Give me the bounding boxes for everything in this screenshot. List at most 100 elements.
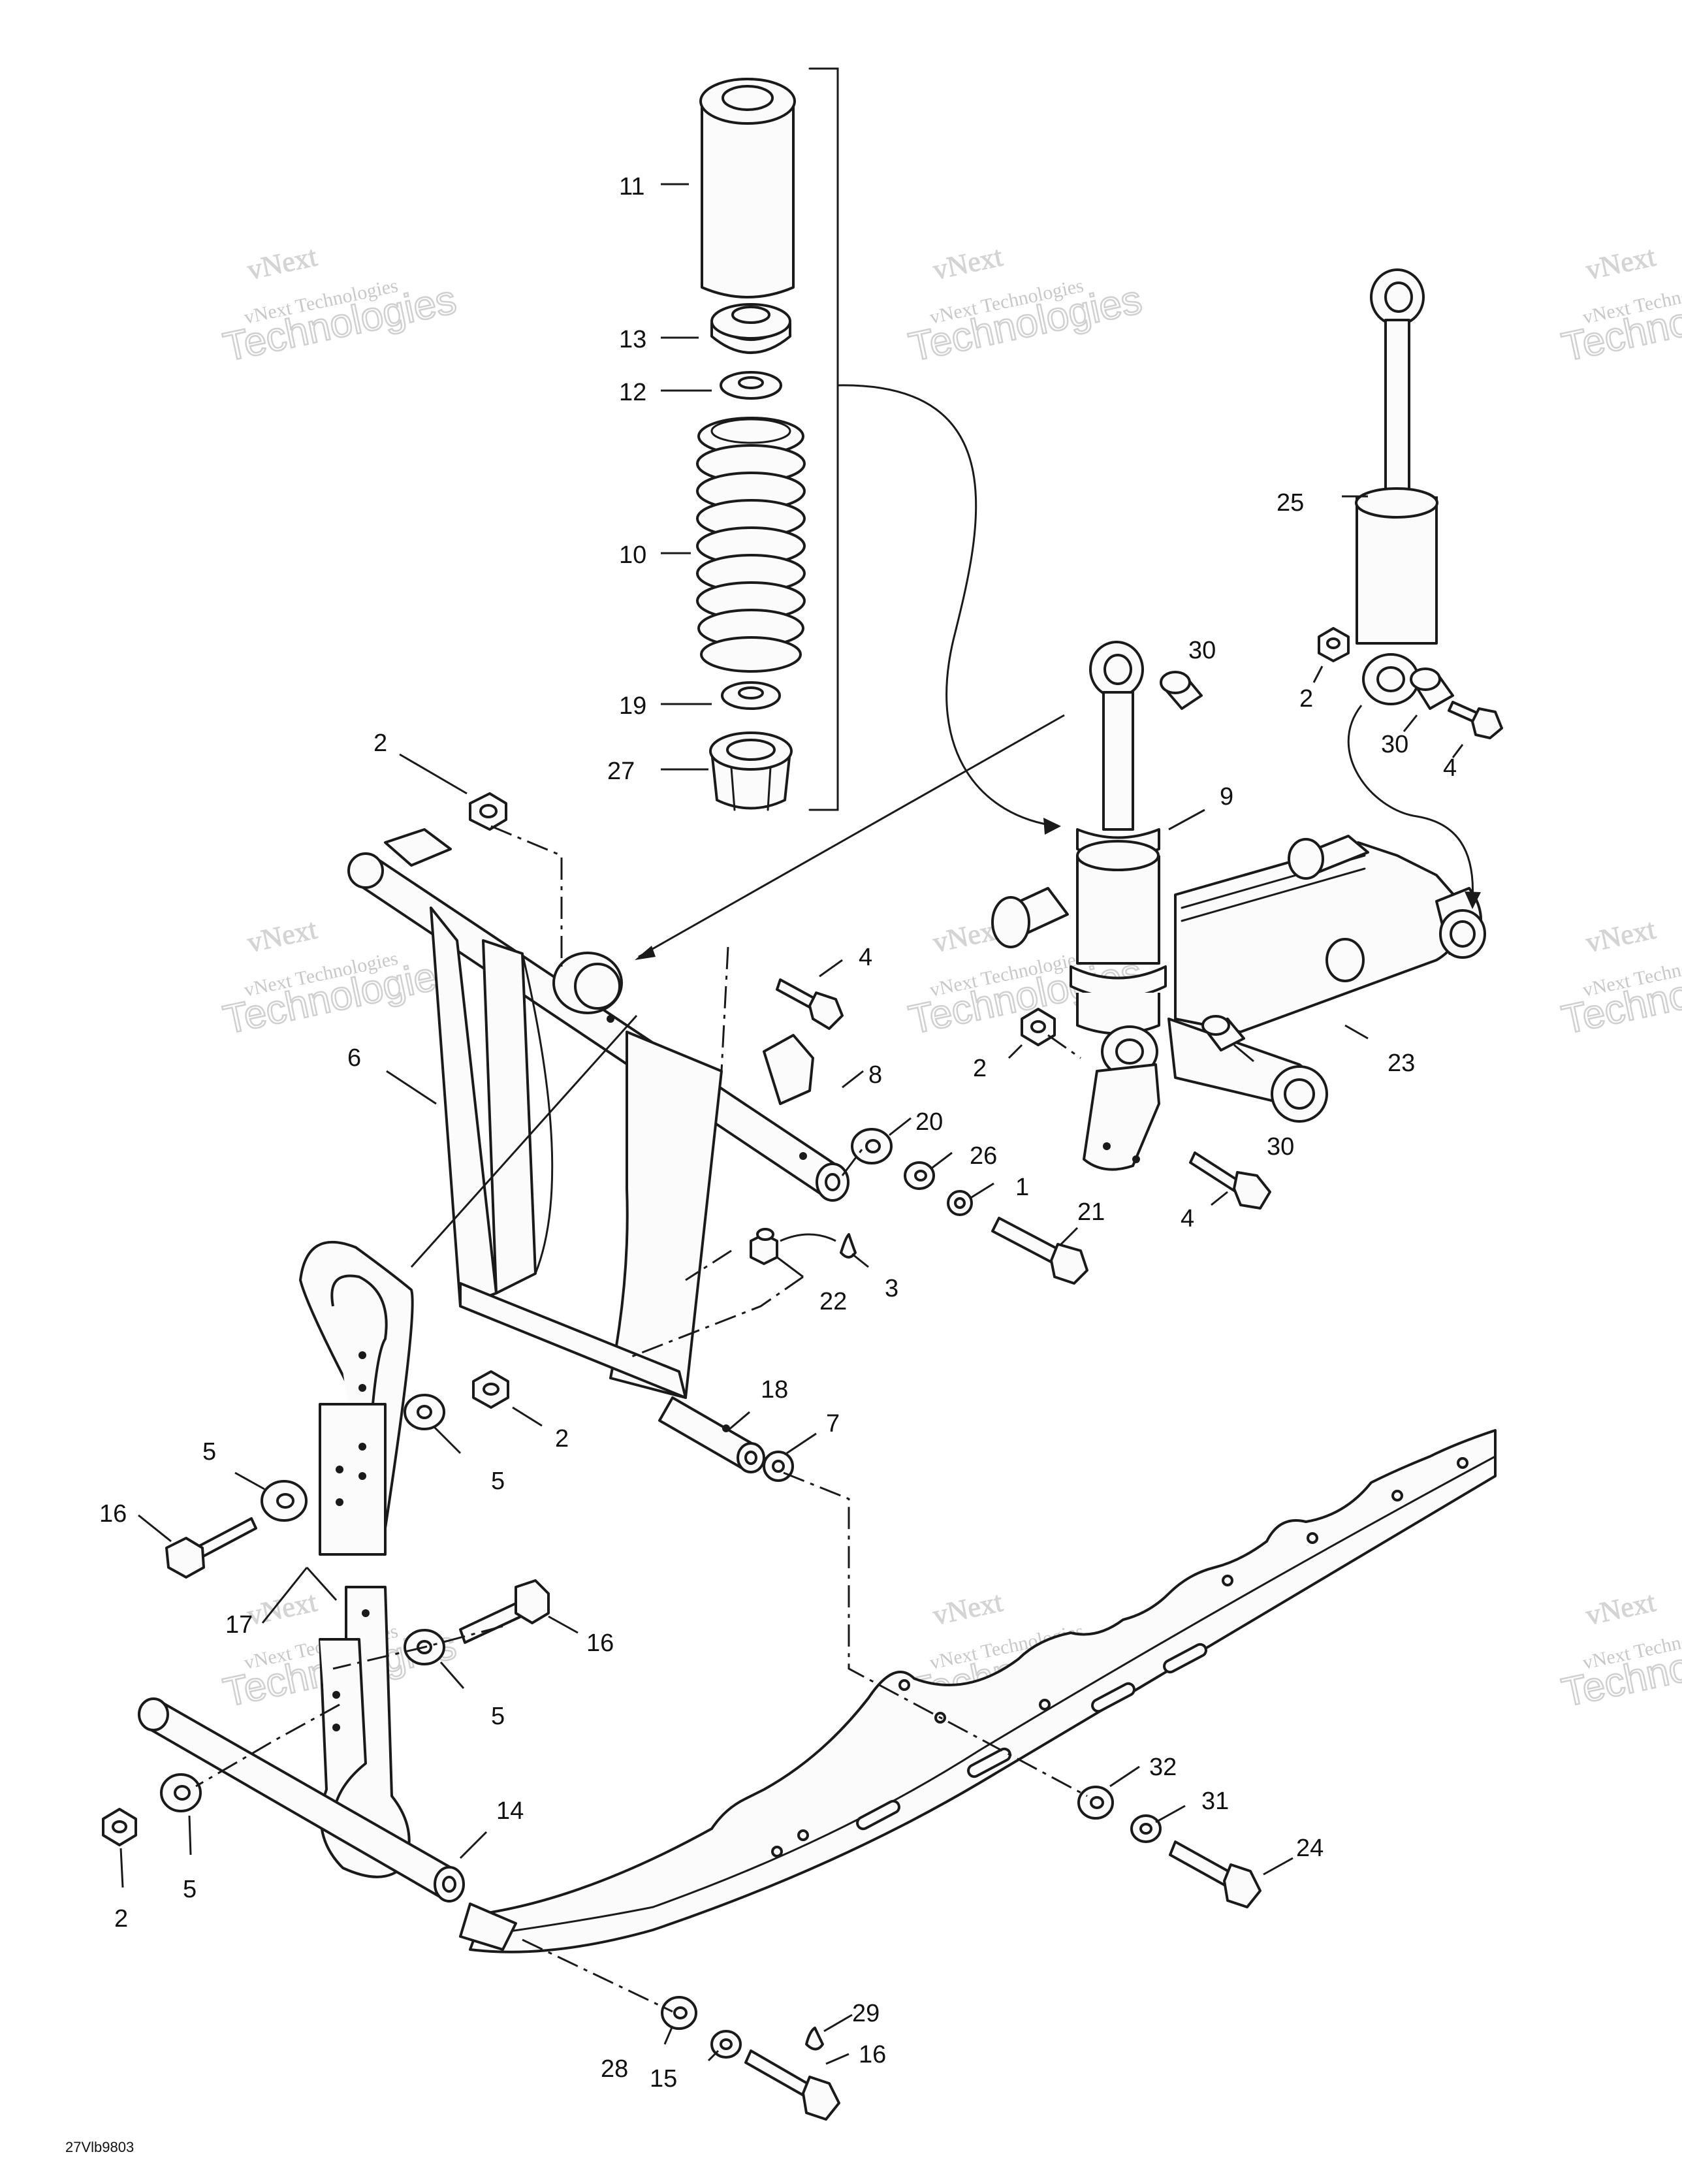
svg-text:vNext: vNext bbox=[244, 1586, 319, 1631]
callout-25: 25 bbox=[1277, 489, 1304, 517]
callout-16-mid: 16 bbox=[586, 1630, 614, 1657]
part-27-adjuster-ring bbox=[709, 731, 793, 811]
part-16-bolt-mid bbox=[459, 1579, 550, 1644]
callout-17: 17 bbox=[225, 1611, 253, 1639]
callout-13: 13 bbox=[619, 326, 646, 353]
callout-31: 31 bbox=[1201, 1788, 1229, 1815]
spring-assembly bbox=[696, 67, 1061, 835]
part-24-bolt bbox=[1169, 1840, 1262, 1908]
part-1-lock-washer bbox=[947, 1190, 973, 1216]
callout-18: 18 bbox=[761, 1376, 788, 1404]
callout-10: 10 bbox=[619, 541, 646, 569]
svg-text:vNext: vNext bbox=[1583, 1586, 1658, 1631]
part-2-nut-bottom-left bbox=[102, 1808, 137, 1846]
callout-2-top: 2 bbox=[373, 730, 387, 757]
part-2-nut-mid bbox=[472, 1370, 509, 1409]
part-25-shock bbox=[1355, 268, 1438, 705]
part-2-nut-top bbox=[469, 792, 507, 831]
part-10-coil-spring bbox=[696, 417, 806, 673]
callout-20: 20 bbox=[915, 1108, 943, 1136]
part-19-washer bbox=[721, 681, 781, 710]
grease-leader bbox=[780, 1233, 836, 1242]
watermark-9: vNext vNext Technologies Technologies bbox=[1557, 1585, 1682, 1716]
part-31-lock-washer bbox=[1130, 1814, 1162, 1843]
part-26-washer bbox=[904, 1161, 935, 1190]
part-30-bushing-arm bbox=[1201, 1015, 1245, 1052]
watermark-2: vNext vNext Technologies Technologies bbox=[904, 240, 1147, 371]
leader-lines bbox=[119, 183, 1464, 2065]
callout-4-right: 4 bbox=[1443, 754, 1457, 782]
callout-19: 19 bbox=[619, 692, 646, 720]
callout-14: 14 bbox=[496, 1797, 524, 1825]
watermark-6: vNext vNext Technologies Technologies bbox=[1557, 912, 1682, 1044]
callout-5-bottom-left: 5 bbox=[183, 1876, 197, 1903]
part-9-shock bbox=[1070, 641, 1167, 1171]
part-3-grease-drop bbox=[840, 1233, 857, 1259]
callout-15: 15 bbox=[650, 2065, 677, 2093]
callout-21: 21 bbox=[1077, 1198, 1105, 1226]
part-4-bolt-shock bbox=[1189, 1151, 1271, 1210]
callout-3: 3 bbox=[885, 1275, 898, 1302]
callout-2-bottom-left: 2 bbox=[114, 1905, 128, 1933]
part-16-bolt-left bbox=[165, 1517, 257, 1579]
part-7-washer bbox=[763, 1451, 794, 1482]
part-13-spring-seat bbox=[710, 303, 791, 354]
callout-30-top: 30 bbox=[1188, 637, 1216, 664]
callout-22: 22 bbox=[819, 1288, 847, 1315]
callout-1: 1 bbox=[1015, 1174, 1029, 1201]
callout-16-left: 16 bbox=[99, 1500, 127, 1528]
part-14-tube bbox=[138, 1697, 465, 1903]
part-12-washer bbox=[720, 371, 782, 400]
callout-28: 28 bbox=[601, 2055, 628, 2083]
watermark-1: vNext vNext Technologies Technologies bbox=[219, 240, 461, 371]
svg-text:vNext: vNext bbox=[1583, 240, 1658, 286]
connector-arrowhead bbox=[1043, 818, 1061, 835]
svg-text:vNext: vNext bbox=[930, 240, 1005, 286]
callout-12: 12 bbox=[619, 379, 646, 406]
callout-8: 8 bbox=[868, 1061, 882, 1089]
drawing-code: 27Vlb9803 bbox=[65, 2139, 134, 2155]
shock25-arrowhead bbox=[1465, 891, 1481, 909]
callout-2-shock: 2 bbox=[973, 1055, 987, 1082]
svg-text:vNext: vNext bbox=[244, 240, 319, 286]
callout-27: 27 bbox=[607, 758, 635, 785]
part-28-washer bbox=[661, 1996, 697, 2030]
svg-text:vNext: vNext bbox=[1583, 913, 1658, 959]
part-29-grease-drop bbox=[805, 2027, 824, 2051]
part-22-grease-fitting bbox=[750, 1228, 778, 1265]
part-2-nut-25 bbox=[1318, 627, 1350, 662]
part-4-bolt-25 bbox=[1448, 701, 1503, 739]
callout-4-shock: 4 bbox=[1181, 1205, 1194, 1232]
part-32-washer bbox=[1077, 1786, 1114, 1820]
callout-9: 9 bbox=[1220, 783, 1233, 811]
part-11-boot bbox=[699, 78, 796, 298]
callout-11: 11 bbox=[619, 173, 644, 201]
assembly-to-shock-connector bbox=[837, 384, 1058, 827]
callout-30-arm: 30 bbox=[1267, 1133, 1294, 1161]
callout-23: 23 bbox=[1388, 1050, 1415, 1077]
part-15-lock-washer bbox=[710, 2030, 742, 2059]
part-6-front-arm bbox=[347, 828, 849, 1473]
part-30-bushing-25 bbox=[1410, 667, 1454, 710]
watermark-3: vNext vNext Technologies Technologies bbox=[1557, 240, 1682, 371]
part-16-bolt-bottom bbox=[744, 2049, 840, 2121]
slide-rail bbox=[459, 1429, 1497, 1953]
part-20-washer bbox=[851, 1128, 893, 1164]
callout-labels: 11 13 12 10 19 27 2 6 4 8 20 26 1 21 3 2… bbox=[99, 173, 1457, 2093]
callout-6: 6 bbox=[347, 1044, 361, 1072]
part-17-link-arm bbox=[299, 1240, 414, 1878]
callout-5-lower-mid: 5 bbox=[491, 1703, 505, 1730]
part-2-nut-shock bbox=[1021, 1008, 1056, 1046]
svg-text:vNext: vNext bbox=[930, 1586, 1005, 1631]
callout-29: 29 bbox=[852, 2000, 880, 2027]
callout-32: 32 bbox=[1149, 1754, 1177, 1781]
assembly-lines bbox=[195, 714, 1088, 2013]
part-5-washer-left bbox=[261, 1480, 308, 1522]
assembly-bracket bbox=[808, 67, 839, 811]
shock25-connector bbox=[1347, 705, 1474, 902]
callout-4-upper: 4 bbox=[859, 944, 872, 971]
part-4-bolt-upper bbox=[776, 978, 844, 1030]
callout-7: 7 bbox=[826, 1410, 840, 1437]
callout-24: 24 bbox=[1296, 1835, 1324, 1862]
